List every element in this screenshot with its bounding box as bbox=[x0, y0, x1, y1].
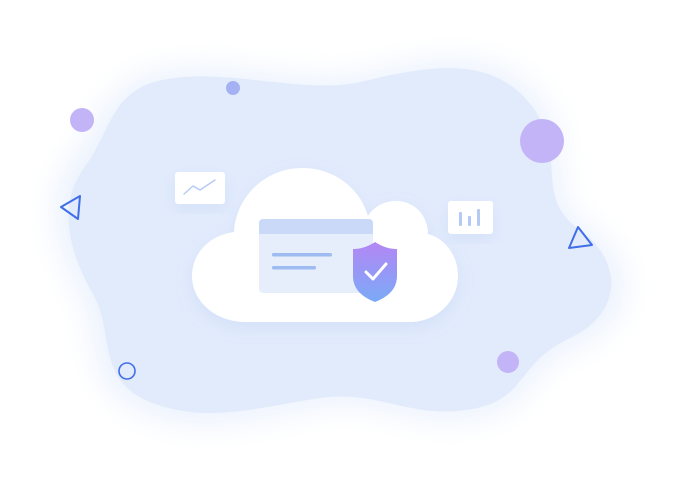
circle-outline-icon bbox=[118, 362, 136, 380]
line-chart-card-icon bbox=[175, 172, 225, 204]
triangle-outline-icon bbox=[60, 195, 81, 220]
triangle-outline-icon bbox=[568, 226, 593, 249]
bar-chart-card-icon bbox=[448, 201, 493, 234]
decorative-dot-left bbox=[70, 108, 94, 132]
decorative-dot-bottom bbox=[497, 351, 519, 373]
browser-window-icon bbox=[259, 219, 373, 293]
decorative-dot-small bbox=[226, 81, 240, 95]
shield-check-icon bbox=[353, 242, 397, 302]
decorative-dot-large bbox=[520, 119, 564, 163]
